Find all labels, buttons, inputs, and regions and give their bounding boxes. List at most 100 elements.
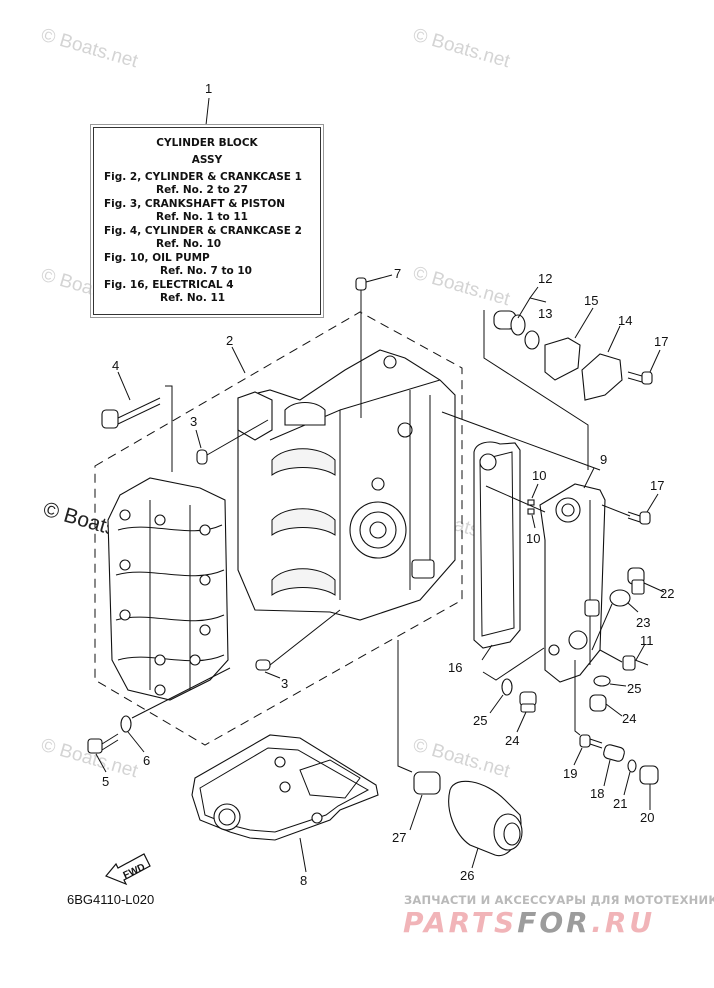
callout-20[interactable]: 20 bbox=[640, 810, 654, 825]
brand-logo-part: PARTS bbox=[403, 906, 518, 939]
gasket-part bbox=[191, 734, 379, 841]
dowel-pin-part bbox=[255, 659, 271, 671]
o-ring-part bbox=[627, 759, 637, 773]
leader-line bbox=[623, 771, 631, 796]
plug-part bbox=[589, 694, 607, 712]
callout-25[interactable]: 25 bbox=[473, 713, 487, 728]
callout-19[interactable]: 19 bbox=[563, 766, 577, 781]
leader-line bbox=[601, 504, 631, 517]
callout-2[interactable]: 2 bbox=[226, 333, 233, 348]
leader-line bbox=[574, 307, 594, 339]
leader-line bbox=[165, 385, 173, 472]
callout-17[interactable]: 17 bbox=[654, 334, 668, 349]
leader-line bbox=[131, 667, 231, 719]
bolt-part bbox=[627, 371, 653, 385]
ref-number-range: Ref. No. 1 to 11 bbox=[156, 211, 248, 223]
callout-7[interactable]: 7 bbox=[394, 266, 401, 281]
thermostat-part bbox=[493, 310, 526, 336]
leader-line bbox=[516, 711, 527, 733]
leader-line bbox=[206, 419, 269, 456]
callout-8[interactable]: 8 bbox=[300, 873, 307, 888]
leader-line bbox=[482, 647, 545, 681]
leader-line bbox=[409, 794, 423, 831]
callout-26[interactable]: 26 bbox=[460, 868, 474, 883]
leader-line bbox=[517, 297, 531, 319]
assembly-info-box: CYLINDER BLOCK ASSY Fig. 2, CYLINDER & C… bbox=[90, 124, 324, 318]
figure-reference: Fig. 4, CYLINDER & CRANKCASE 2 bbox=[104, 225, 302, 237]
gasket-part bbox=[544, 337, 581, 381]
callout-25[interactable]: 25 bbox=[627, 681, 641, 696]
leader-line bbox=[643, 582, 665, 593]
callout-24[interactable]: 24 bbox=[505, 733, 519, 748]
callout-11[interactable]: 11 bbox=[640, 633, 654, 648]
leader-line bbox=[483, 310, 589, 470]
assembly-outline bbox=[94, 311, 463, 746]
brand-logo: PARTSFOR.RU bbox=[403, 906, 655, 939]
callout-22[interactable]: 22 bbox=[660, 586, 674, 601]
callout-4[interactable]: 4 bbox=[112, 358, 119, 373]
oil-filter-part bbox=[448, 780, 523, 857]
pin-part bbox=[527, 499, 535, 506]
washer-part bbox=[501, 678, 513, 696]
bolt-part bbox=[579, 734, 603, 749]
thermostat-cover-part bbox=[581, 353, 623, 401]
dowel-pin-part bbox=[196, 449, 208, 465]
callout-17[interactable]: 17 bbox=[650, 478, 664, 493]
leader-line bbox=[573, 747, 583, 766]
leader-line bbox=[205, 97, 210, 126]
forward-arrow-icon: FWD bbox=[105, 853, 151, 886]
callout-10[interactable]: 10 bbox=[532, 468, 546, 483]
brand-logo-part: .RU bbox=[591, 906, 656, 939]
assembly-title: CYLINDER BLOCK bbox=[156, 137, 258, 149]
assembly-subtitle: ASSY bbox=[191, 154, 223, 166]
brand-logo-part: FOR bbox=[517, 906, 592, 939]
plug-part bbox=[639, 765, 659, 785]
leader-line bbox=[635, 643, 646, 661]
leader-line bbox=[599, 649, 623, 663]
leader-line bbox=[591, 603, 613, 651]
callout-3[interactable]: 3 bbox=[190, 414, 197, 429]
leader-line bbox=[269, 609, 341, 666]
leader-line bbox=[365, 274, 393, 283]
leader-line bbox=[529, 286, 547, 303]
callout-23[interactable]: 23 bbox=[636, 615, 650, 630]
callout-21[interactable]: 21 bbox=[613, 796, 627, 811]
washer-part bbox=[593, 675, 611, 687]
watermark-boats: © Boats.net bbox=[411, 25, 513, 73]
ref-number-range: Ref. No. 2 to 27 bbox=[156, 184, 248, 196]
callout-13[interactable]: 13 bbox=[538, 306, 552, 321]
gasket-part bbox=[473, 441, 521, 649]
leader-line bbox=[441, 411, 601, 471]
callout-6[interactable]: 6 bbox=[143, 753, 150, 768]
washer-part bbox=[120, 715, 132, 733]
callout-24[interactable]: 24 bbox=[622, 711, 636, 726]
callout-16[interactable]: 16 bbox=[448, 660, 462, 675]
leader-line bbox=[574, 660, 581, 736]
callout-15[interactable]: 15 bbox=[584, 293, 598, 308]
ref-number-range: Ref. No. 11 bbox=[160, 292, 226, 304]
plug-part bbox=[627, 567, 645, 595]
leader-line bbox=[583, 467, 595, 489]
leader-line bbox=[117, 371, 131, 401]
callout-27[interactable]: 27 bbox=[392, 830, 406, 845]
leader-line bbox=[646, 493, 659, 513]
callout-12[interactable]: 12 bbox=[538, 271, 552, 286]
callout-9[interactable]: 9 bbox=[600, 452, 607, 467]
callout-18[interactable]: 18 bbox=[590, 786, 604, 801]
bolt-part bbox=[87, 733, 119, 754]
leader-line bbox=[264, 671, 281, 679]
callout-3[interactable]: 3 bbox=[281, 676, 288, 691]
callout-14[interactable]: 14 bbox=[618, 313, 632, 328]
cylinder-block-part bbox=[237, 349, 456, 621]
leader-line bbox=[481, 644, 493, 661]
figure-reference: Fig. 16, ELECTRICAL 4 bbox=[104, 279, 234, 291]
sensor-part bbox=[622, 655, 649, 671]
callout-10[interactable]: 10 bbox=[526, 531, 540, 546]
watermark-boats: © Boats.net bbox=[411, 263, 513, 311]
callout-5[interactable]: 5 bbox=[102, 774, 109, 789]
leader-line bbox=[607, 325, 621, 353]
drawing-code: 6BG4110-L020 bbox=[67, 892, 155, 907]
callout-1[interactable]: 1 bbox=[205, 81, 212, 96]
sleeve-part bbox=[603, 744, 625, 762]
